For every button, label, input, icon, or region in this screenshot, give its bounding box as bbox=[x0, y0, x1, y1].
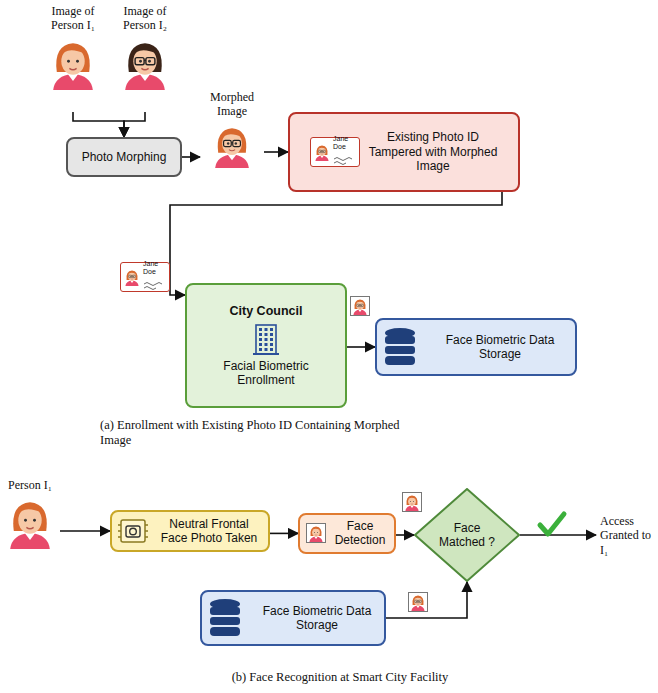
person-avatar bbox=[313, 143, 331, 161]
flow-arrow bbox=[270, 533, 298, 535]
flow-arrow bbox=[264, 151, 288, 153]
storage-box: Face Biometric Data Storage bbox=[375, 318, 577, 376]
node-text: City Council bbox=[230, 304, 303, 319]
person-avatar bbox=[46, 36, 100, 90]
flow-arrow bbox=[396, 534, 414, 536]
database-icon bbox=[383, 327, 417, 367]
check-mark bbox=[540, 514, 564, 534]
id-name: Jane Doe bbox=[333, 135, 357, 150]
flow-arrow bbox=[124, 112, 145, 137]
flow-arrow bbox=[182, 156, 200, 158]
signature-squiggle bbox=[333, 156, 357, 165]
person-image: Image of Person I₁ bbox=[36, 4, 110, 112]
flow-arrow bbox=[347, 346, 375, 348]
flow-arrow bbox=[60, 530, 110, 532]
node-text: Person I₁ bbox=[8, 478, 52, 492]
result-label: Access Granted to I₁ bbox=[600, 514, 656, 557]
node-text: Face Biometric Data Storage bbox=[256, 604, 378, 633]
photo-id-card: Jane Doe bbox=[310, 137, 360, 167]
node-text: Photo Morphing bbox=[82, 150, 167, 164]
decision-diamond: Face Matched ? bbox=[414, 488, 520, 582]
person-image: Person I₁ bbox=[0, 478, 60, 568]
camera-chip-icon bbox=[118, 517, 148, 545]
signature-squiggle bbox=[143, 281, 167, 290]
process-box: Photo Morphing bbox=[66, 137, 182, 177]
person-image: Image of Person I₂ bbox=[108, 4, 182, 112]
face-thumbnail bbox=[402, 492, 428, 515]
subfigure-caption: (a) Enrollment with Existing Photo ID Co… bbox=[100, 418, 430, 448]
person-avatar bbox=[209, 122, 255, 168]
subfigure-caption: (b) Face Recognition at Smart City Facil… bbox=[160, 670, 520, 685]
result-arrow bbox=[520, 534, 596, 536]
person-avatar bbox=[3, 495, 57, 549]
face-thumbnail bbox=[350, 296, 376, 319]
id-name: Jane Doe bbox=[143, 260, 167, 275]
enrollment-box: City CouncilFacial Biometric Enrollment bbox=[185, 283, 347, 408]
person-avatar bbox=[118, 36, 172, 90]
node-text: Facial Biometric Enrollment bbox=[193, 359, 339, 388]
process-box: Face Detection bbox=[298, 513, 396, 554]
node-text: Image of Person I₂ bbox=[108, 4, 182, 33]
flow-arrow bbox=[73, 112, 124, 137]
process-box: Neutral Frontal Face Photo Taken bbox=[110, 510, 270, 552]
storage-box: Face Biometric Data Storage bbox=[200, 590, 386, 646]
person-avatar bbox=[123, 268, 141, 286]
flow-arrow bbox=[386, 582, 467, 618]
node-text: Existing Photo ID Tampered with Morphed … bbox=[368, 130, 498, 173]
person-image: Morphed Image bbox=[200, 90, 264, 185]
node-text: Face Matched ? bbox=[438, 521, 496, 550]
node-text: Face Detection bbox=[332, 519, 388, 548]
node-text: Neutral Frontal Face Photo Taken bbox=[156, 517, 262, 546]
flow-arrow bbox=[170, 192, 502, 295]
person-avatar bbox=[307, 524, 325, 542]
node-text: Face Biometric Data Storage bbox=[431, 333, 569, 362]
node-text: Image of Person I₁ bbox=[36, 4, 110, 33]
photo-id-card: Jane Doe bbox=[120, 262, 170, 292]
node-text: Morphed Image bbox=[200, 90, 264, 119]
person-avatar bbox=[403, 493, 421, 511]
building-icon bbox=[253, 323, 279, 355]
person-avatar bbox=[409, 593, 427, 611]
database-icon bbox=[208, 598, 242, 638]
person-avatar bbox=[351, 297, 369, 315]
process-box: Jane Doe Existing Photo ID Tampered with … bbox=[288, 112, 520, 192]
face-thumbnail bbox=[408, 592, 434, 615]
